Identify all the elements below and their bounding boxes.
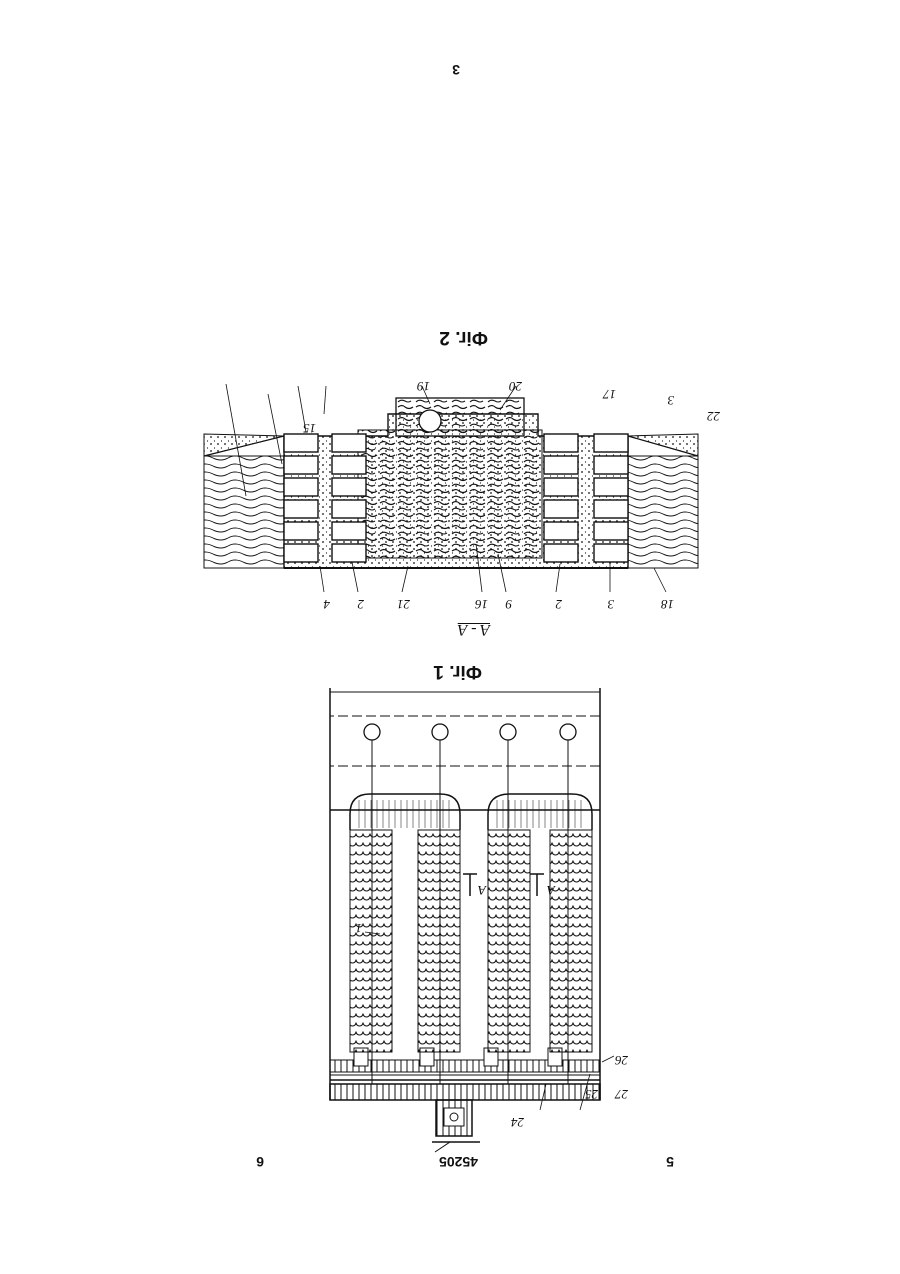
figure-1-drawing [330,684,650,1144]
label-17: 17 [603,386,616,402]
page-number-right: 6 [256,1154,264,1170]
label-9: 9 [506,596,513,612]
label-16: 16 [475,596,488,612]
page-number-left: 5 [666,1154,674,1170]
label-21: 21 [397,596,410,612]
stratum-left [628,456,698,568]
page-number-bottom: 3 [452,62,460,78]
collector-bar [330,1084,600,1100]
label-27: 27 [615,1086,628,1102]
label-19: 19 [417,378,430,394]
section-label-a-right: A [478,882,486,898]
label-22: 22 [707,408,720,424]
label-20: 20 [509,378,522,394]
label-26: 26 [615,1052,628,1068]
label-4: 4 [324,596,331,612]
figure-2-drawing [193,364,738,614]
label-24: 24 [511,1114,524,1130]
top-chamber [396,398,524,436]
label-2-left: 2 [556,596,563,612]
label-3-left: 3 [608,596,615,612]
document-number: 45205 [439,1154,478,1170]
sensor-circles [364,724,576,740]
figure-1-caption: Фіг. 1 [433,660,482,682]
label-15: 15 [303,420,316,436]
core-mass [358,430,542,558]
section-label-a-left: A [547,882,555,898]
section-title: A - A [458,620,490,638]
figure-2-caption: Фіг. 2 [439,326,488,348]
pipe-circle [419,410,441,432]
label-18: 18 [661,596,674,612]
stratum-right [204,456,284,568]
heating-coils [350,830,592,1052]
label-3-right: 3 [668,392,675,408]
label-25: 25 [585,1086,598,1102]
label-1: 1 [356,920,363,936]
label-2-right: 2 [358,596,365,612]
